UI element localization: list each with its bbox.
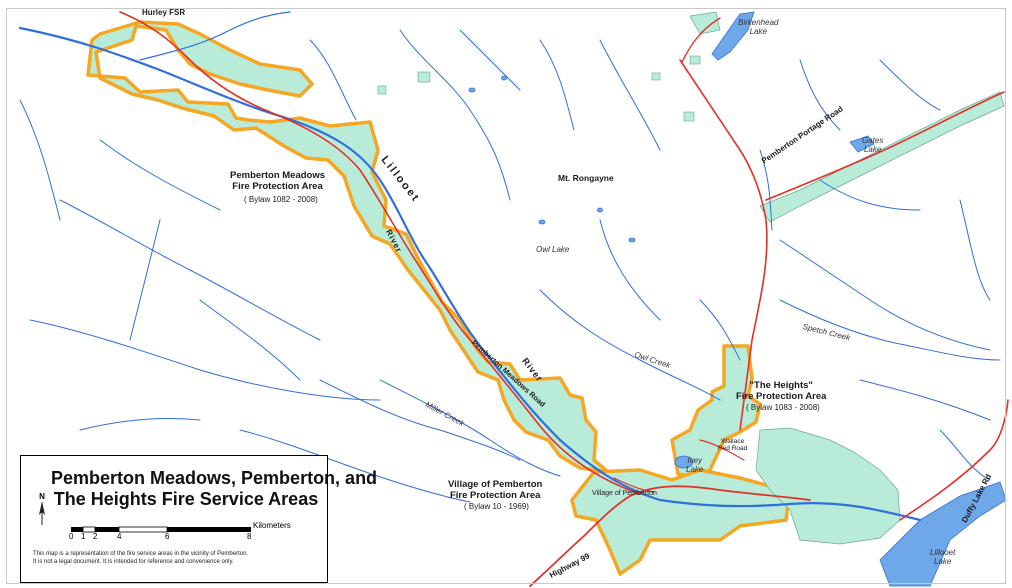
highway-99 <box>529 485 811 587</box>
legend-title: Pemberton Meadows, Pemberton, and The He… <box>51 468 378 509</box>
pemberton-meadows-area-bylaw: ( Bylaw 1082 - 2008) <box>244 195 318 204</box>
village-area-name: Village of Pemberton Fire Protection Are… <box>448 479 543 501</box>
spetch-creek <box>779 299 1001 361</box>
scale-tick-6: 6 <box>165 532 170 541</box>
gates-lake-label: Gates Lake <box>862 136 884 154</box>
ivey-lake <box>674 455 694 469</box>
ivey-lake-label: Ivey Lake <box>686 456 704 474</box>
village-inset-label: Village of Pemberton <box>592 490 657 497</box>
heights-area-bylaw: ( Bylaw 1083 - 2008) <box>746 403 820 412</box>
pemberton-meadows-area <box>86 20 622 484</box>
lakes <box>468 11 1007 587</box>
scale-bar: Kilometers 0 1 2 4 6 8 <box>69 521 291 541</box>
legend-disclaimer: This map is a representation of the fire… <box>33 551 249 565</box>
gates-lake <box>849 135 875 153</box>
heights-area-name: "The Heights" Fire Protection Area <box>736 380 827 402</box>
village-area-bylaw: ( Bylaw 10 - 1969) <box>464 502 529 511</box>
small-parcels <box>377 55 701 122</box>
scale-unit: Kilometers <box>253 521 291 530</box>
village-area <box>570 468 792 576</box>
scale-tick-4: 4 <box>117 532 122 541</box>
lillooet-lake <box>879 481 1007 587</box>
scale-tick-8: 8 <box>247 532 252 541</box>
lillooet-river <box>18 26 922 522</box>
north-label: N <box>39 492 45 501</box>
mt-rongayne-label: Mt. Rongayne <box>558 173 614 183</box>
parcel-areas <box>689 11 1005 545</box>
scale-tick-1: 1 <box>81 532 86 541</box>
roads <box>119 11 1009 587</box>
miller-creek <box>379 379 561 477</box>
owl-creek <box>539 289 721 401</box>
owl-lake-label: Owl Lake <box>536 245 570 254</box>
birkenhead-lake-label: Birkenhead Lake <box>738 18 779 36</box>
rivers <box>18 11 1001 522</box>
small-road-label: Wallace Red Road <box>718 438 748 452</box>
birkenhead-lake <box>711 11 755 61</box>
hurley-fsr <box>119 11 641 495</box>
hurley-fsr-label: Hurley FSR <box>142 8 186 17</box>
map-legend: Pemberton Meadows, Pemberton, and The He… <box>20 455 378 583</box>
pemberton-portage-road <box>679 59 768 431</box>
scale-tick-0: 0 <box>69 532 74 541</box>
north-arrow-icon: N <box>37 492 47 530</box>
fire-protection-areas <box>86 20 792 576</box>
duffy-lake-rd <box>899 399 1009 521</box>
scale-tick-2: 2 <box>93 532 98 541</box>
pemberton-meadows-area-name: Pemberton Meadows Fire Protection Area <box>230 170 326 192</box>
lillooet-lake-label: Lillooet Lake <box>930 548 956 566</box>
